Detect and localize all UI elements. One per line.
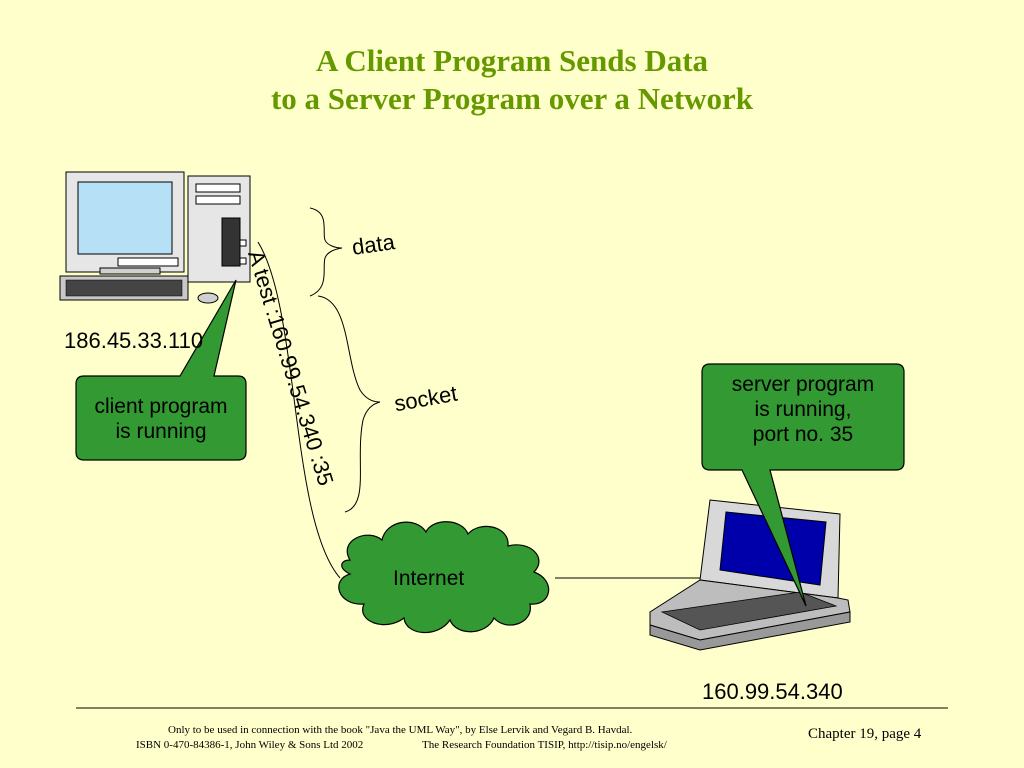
server-callout-text: server program is running, port no. 35 (702, 372, 904, 447)
server-callout-line2: is running, (754, 398, 852, 421)
slide-title-line2: to a Server Program over a Network (270, 81, 754, 116)
client-ip-address: 186.45.33.110 (64, 328, 204, 353)
client-callout-text: client program is running (76, 394, 246, 444)
server-ip-address: 160.99.54.340 (702, 679, 843, 704)
desktop-computer-icon (59, 171, 251, 304)
laptop-computer-icon (649, 499, 851, 651)
client-callout (75, 279, 247, 461)
chapter-page: Chapter 19, page 4 (808, 726, 922, 742)
footer-line1: Only to be used in connection with the b… (168, 724, 633, 736)
client-callout-line1: client program (94, 395, 228, 418)
socket-brace (317, 295, 381, 513)
internet-cloud (338, 521, 550, 634)
server-callout (701, 363, 905, 607)
footer-tisip: The Research Foundation TISIP, http://ti… (422, 739, 667, 751)
client-connection-line (257, 241, 341, 579)
internet-label: Internet (393, 567, 465, 590)
server-callout-line1: server program (731, 373, 875, 396)
server-callout-line3: port no. 35 (752, 423, 854, 446)
client-callout-line2: is running (115, 420, 207, 443)
data-brace (309, 207, 343, 297)
footer-isbn: ISBN 0-470-84386-1, John Wiley & Sons Lt… (136, 739, 364, 751)
slide-title-line1: A Client Program Sends Data (315, 43, 709, 78)
